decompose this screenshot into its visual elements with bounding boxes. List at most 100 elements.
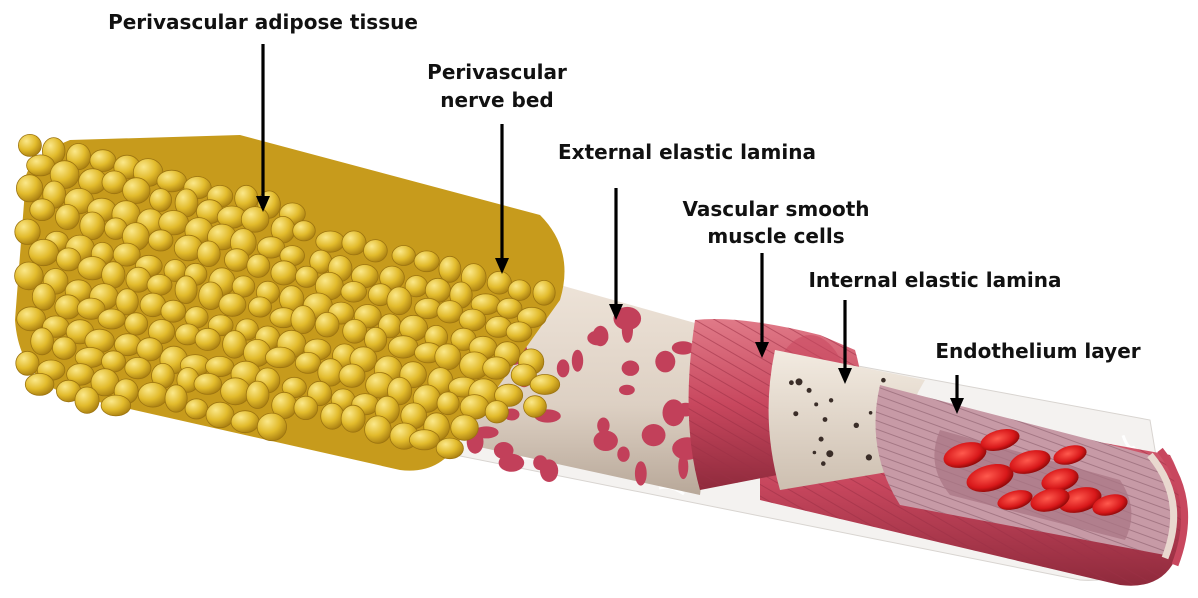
fat-cell	[225, 249, 250, 272]
lamina-dot	[814, 402, 818, 406]
lamina-dot	[796, 378, 803, 385]
fat-cell	[291, 306, 315, 334]
fat-cell	[339, 364, 365, 387]
fat-cell	[341, 405, 365, 432]
fat-cell	[524, 396, 547, 418]
fat-cell	[223, 331, 247, 359]
fat-cell	[321, 403, 344, 429]
fat-cell	[16, 175, 42, 202]
fat-cell	[387, 287, 412, 315]
fat-cell	[175, 276, 197, 304]
fat-cell	[506, 322, 532, 342]
nerve-fiber	[798, 551, 820, 566]
label-nerve-line1: Perivascular	[427, 60, 567, 84]
fat-cell	[56, 205, 80, 230]
lamina-pore	[557, 359, 570, 377]
fat-cell	[439, 256, 461, 282]
fat-cell	[247, 254, 270, 277]
fat-cell	[148, 230, 173, 251]
lamina-dot	[793, 411, 798, 416]
nerve-fiber	[447, 491, 470, 497]
fat-cell	[271, 261, 297, 285]
fat-cell	[414, 251, 439, 272]
lamina-pore	[572, 350, 583, 372]
fat-cell	[246, 381, 269, 408]
fat-cell	[126, 267, 151, 292]
fat-cell	[16, 351, 39, 375]
fat-cell	[31, 328, 54, 355]
lamina-pore	[619, 385, 635, 395]
fat-cell	[161, 300, 186, 322]
fat-cell	[409, 430, 439, 450]
lamina-pore	[597, 418, 609, 434]
label-nerve-line2: nerve bed	[440, 88, 553, 112]
fat-cell	[487, 271, 511, 294]
fat-cell	[435, 344, 461, 370]
fat-cell	[249, 297, 272, 317]
fat-cell	[315, 312, 339, 337]
fat-cell	[265, 347, 295, 368]
lamina-dot	[866, 454, 872, 460]
lamina-dot	[823, 417, 828, 422]
lamina-pore	[622, 361, 640, 376]
lamina-dot	[813, 451, 817, 455]
nerve-fiber	[764, 522, 779, 524]
fat-cell	[459, 309, 486, 331]
fat-cell	[165, 385, 187, 412]
fat-cell	[388, 336, 418, 358]
nerve-fiber	[436, 472, 451, 490]
fat-cell	[437, 392, 459, 415]
nerve-fiber	[471, 498, 499, 506]
fat-cell	[125, 313, 148, 335]
lamina-pore	[642, 424, 666, 446]
fat-cell	[436, 438, 463, 459]
fat-cell	[197, 241, 220, 267]
lamina-dot	[819, 437, 824, 442]
lamina-pore	[540, 459, 558, 482]
fat-cell	[195, 328, 220, 350]
fat-cell	[530, 375, 560, 395]
fat-cell	[533, 280, 555, 305]
fat-cell	[185, 399, 208, 419]
lamina-dot	[854, 423, 859, 428]
lamina-pore	[587, 331, 608, 346]
nerve-fiber	[573, 529, 594, 534]
fat-cell	[98, 309, 125, 329]
fat-cell	[147, 275, 172, 296]
lamina-dot	[807, 388, 812, 393]
fat-cell	[257, 413, 286, 441]
fat-cell	[56, 248, 80, 271]
fat-cell	[75, 387, 99, 413]
fat-cell	[101, 395, 131, 416]
fat-cell	[483, 357, 510, 379]
lamina-dot	[789, 380, 794, 385]
lamina-dot	[826, 450, 833, 457]
fat-cell	[55, 295, 81, 319]
fat-cell	[219, 293, 246, 316]
label-external-lamina: External elastic lamina	[558, 140, 816, 164]
lamina-pore	[622, 317, 633, 343]
fat-cell	[341, 282, 367, 303]
lamina-pore	[594, 431, 618, 451]
fat-cell	[194, 373, 222, 394]
fat-cell	[364, 240, 388, 262]
fat-cell	[316, 231, 345, 252]
fat-cell	[25, 373, 54, 395]
label-vsmc-line2: muscle cells	[707, 224, 844, 248]
fat-cell	[295, 266, 318, 287]
nerve-fiber	[1063, 381, 1073, 394]
nerve-fiber	[528, 487, 537, 488]
lamina-pore	[635, 461, 647, 485]
fat-cell	[29, 239, 59, 265]
label-adipose: Perivascular adipose tissue	[108, 10, 418, 34]
fat-cell	[18, 134, 41, 156]
fat-cell	[295, 352, 320, 373]
lamina-pore	[655, 351, 675, 373]
fat-cell	[342, 231, 366, 255]
lamina-pore	[499, 454, 525, 472]
fat-cell	[30, 199, 55, 221]
fat-cell	[241, 207, 269, 233]
fat-cell	[17, 307, 46, 331]
fat-cell	[231, 411, 259, 433]
nerve-fiber	[515, 505, 519, 512]
